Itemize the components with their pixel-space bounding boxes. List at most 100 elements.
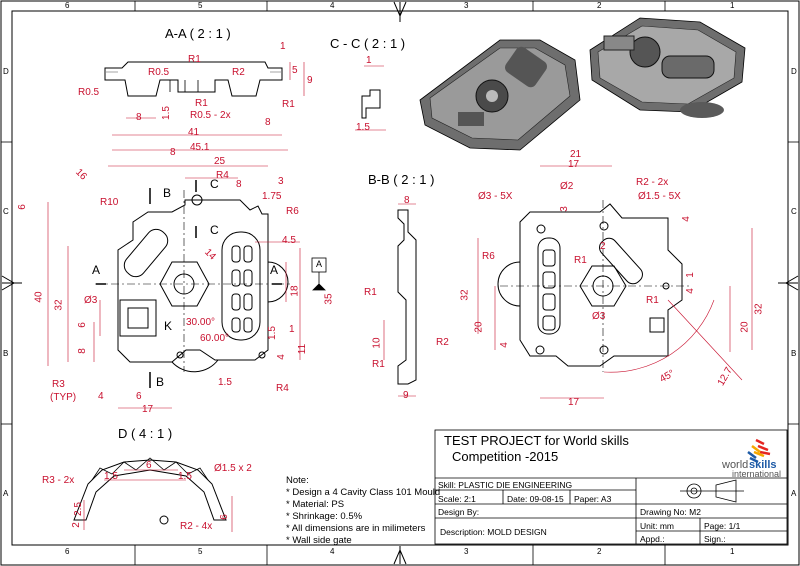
main-dim-40: 40 xyxy=(33,291,45,303)
note-item: * All dimensions are in milimeters xyxy=(286,523,426,534)
zone-top-3: 3 xyxy=(464,1,469,10)
detail-d-drawing xyxy=(73,457,227,525)
main-dim-4b: 4 xyxy=(98,391,104,402)
main-dim-1-5: 1.5 xyxy=(266,326,278,340)
worldskills-logo-world: world xyxy=(722,459,749,471)
right-view-dimlines xyxy=(477,165,753,399)
note-item: * Material: PS xyxy=(286,499,345,510)
rv-dim-r2-2x: R2 - 2x xyxy=(636,177,669,188)
section-mark-b-top: B xyxy=(163,186,172,200)
project-title-line2: Competition -2015 xyxy=(452,449,559,464)
date-field: Date: 09-08-15 xyxy=(507,494,564,504)
zone-left-a: A xyxy=(3,489,9,498)
main-dim-8-top: 8 xyxy=(170,147,176,158)
zone-right-d: D xyxy=(791,67,797,76)
skill-field: Skill: PLASTIC DIE ENGINEERING xyxy=(438,480,573,490)
scale-field: Scale: 2:1 xyxy=(438,494,476,504)
bb-dim-10: 10 xyxy=(371,337,383,349)
main-dim-4-5: 4.5 xyxy=(282,235,296,246)
d-dim-r3-2x: R3 - 2x xyxy=(42,475,75,486)
aa-dim-r1-top: R1 xyxy=(188,54,201,65)
main-dim-18: 18 xyxy=(289,285,301,297)
d-dim-1-5-right: 1.5 xyxy=(178,471,192,482)
d-dim-6b: 6 xyxy=(218,514,230,520)
rv-dim-17: 17 xyxy=(568,159,580,170)
zone-right-a: A xyxy=(791,489,797,498)
section-bb-drawing xyxy=(397,209,417,385)
main-dim-1-5b: 1.5 xyxy=(218,377,232,388)
datum-feature-a xyxy=(311,257,327,291)
zone-bottom-4: 4 xyxy=(330,547,335,556)
main-view-drawing xyxy=(117,194,289,373)
project-title-line1: TEST PROJECT for World skills xyxy=(444,433,629,448)
bb-dim-9: 9 xyxy=(403,390,409,401)
d-dim-r2-4x: R2 - 4x xyxy=(180,521,213,532)
section-mark-c-bottom: C xyxy=(210,223,219,237)
right-view-centerlines xyxy=(500,200,690,372)
aa-dim-1-5: 1.5 xyxy=(160,106,172,120)
main-dim-6c: 6 xyxy=(136,391,142,402)
notes-heading: Note: xyxy=(286,475,309,486)
aa-dim-41: 41 xyxy=(188,127,200,138)
note-item: * Shrinkage: 0.5% xyxy=(286,511,363,522)
main-dim-3: 3 xyxy=(278,176,284,187)
aa-dim-r05: R0.5 xyxy=(148,67,170,78)
main-dim-35: 35 xyxy=(323,293,335,305)
design-by-field: Design By: xyxy=(438,507,480,517)
aa-dim-5: 5 xyxy=(292,65,298,76)
rv-dim-r1: R1 xyxy=(574,255,587,266)
d-dim-6: 6 xyxy=(146,460,152,471)
d-dim-dia1-5x2: Ø1.5 x 2 xyxy=(214,463,252,474)
zone-bottom-1: 1 xyxy=(730,547,735,556)
rv-dim-dia3-5x: Ø3 - 5X xyxy=(478,191,513,202)
section-cc-drawing xyxy=(361,89,381,119)
main-dim-typ: (TYP) xyxy=(50,392,77,403)
section-cc-title: C - C ( 2 : 1 ) xyxy=(330,36,406,51)
main-view-section-markers xyxy=(96,180,282,388)
rv-dim-2: 2 xyxy=(600,241,606,252)
main-dim-17: 17 xyxy=(142,404,154,415)
aa-dim-r1-right: R1 xyxy=(282,99,295,110)
rv-dim-1: 1 xyxy=(684,272,696,278)
main-dim-r4: R4 xyxy=(216,170,229,181)
main-dim-8: 8 xyxy=(236,179,242,190)
zone-left-c: C xyxy=(3,207,9,216)
detail-d-dimlines xyxy=(83,469,233,532)
projection-symbol xyxy=(680,479,744,503)
section-bb-dimlines xyxy=(383,203,416,397)
rv-dim-20-right: 20 xyxy=(739,321,751,333)
page-field: Page: 1/1 xyxy=(704,521,741,531)
main-dim-8b: 8 xyxy=(76,348,88,354)
worldskills-logo-mark xyxy=(747,438,771,464)
aa-dim-8: 8 xyxy=(136,112,142,123)
aa-dim-45-1: 45.1 xyxy=(190,142,210,153)
main-dim-11: 11 xyxy=(297,343,309,355)
zone-bottom-2: 2 xyxy=(597,547,602,556)
section-mark-a-left: A xyxy=(92,263,101,277)
zone-right-b: B xyxy=(791,349,797,358)
d-dim-2-5: 2.5 xyxy=(72,502,84,516)
main-dim-30deg: 30.00° xyxy=(186,317,216,328)
paper-field: Paper: A3 xyxy=(574,494,612,504)
note-item: * Wall side gate xyxy=(286,535,352,546)
d-dim-1-5-left: 1.5 xyxy=(104,471,118,482)
aa-dim-r05-left: R0.5 xyxy=(78,87,100,98)
sign-field: Sign.: xyxy=(704,534,726,544)
zone-top-5: 5 xyxy=(198,1,203,10)
aa-dim-8b: 8 xyxy=(265,117,271,128)
main-dim-r10: R10 xyxy=(100,197,119,208)
aa-dim-r2: R2 xyxy=(232,67,245,78)
rv-dim-dia2: Ø2 xyxy=(560,181,574,192)
section-aa-dimlines xyxy=(112,62,305,151)
zone-right-c: C xyxy=(791,207,797,216)
section-mark-c-top: C xyxy=(210,177,219,191)
zone-bottom-5: 5 xyxy=(198,547,203,556)
section-mark-a-right: A xyxy=(270,263,279,277)
section-bb-title: B-B ( 2 : 1 ) xyxy=(368,172,434,187)
main-dim-6: 6 xyxy=(16,204,28,210)
zone-left-d: D xyxy=(3,67,9,76)
main-view-centerlines xyxy=(95,190,290,372)
rv-dim-4b: 4 xyxy=(684,288,696,294)
